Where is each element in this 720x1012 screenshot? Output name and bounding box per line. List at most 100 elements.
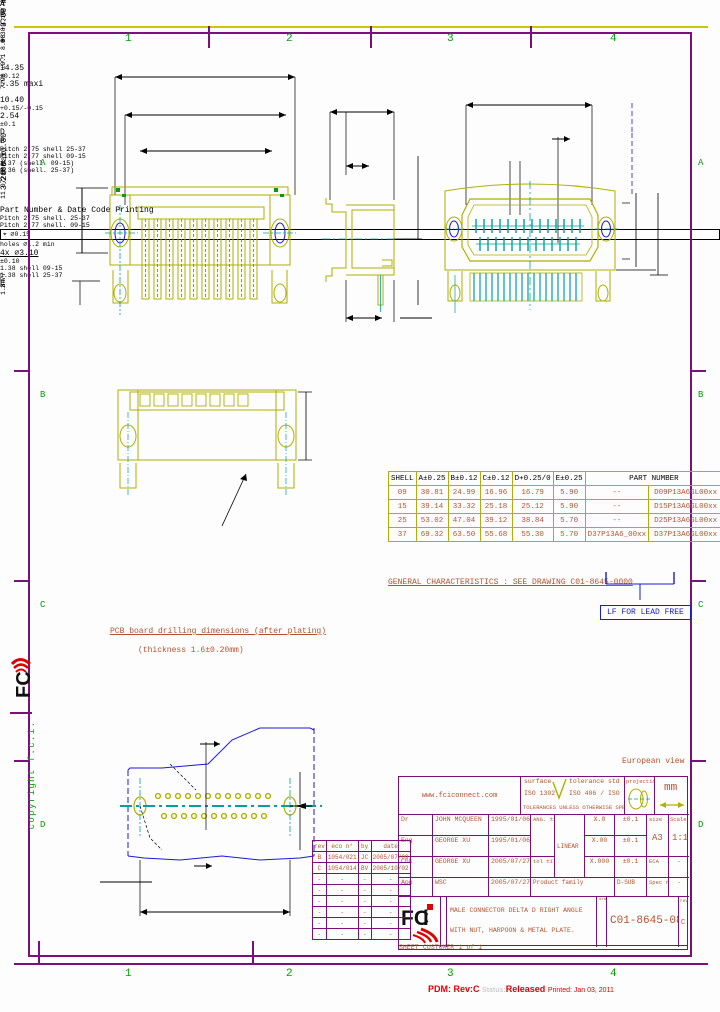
cell-shell: 25 <box>388 513 417 528</box>
rev-cell-eco: - <box>325 917 359 929</box>
rear-pitch-note-1: Pitch 2.75 shell 25-37 <box>0 146 86 153</box>
rear-pitch-note-2: Pitch 2.77 shell 09-15 <box>0 153 86 160</box>
cell-pn2: D15P13A6GL00xx <box>648 499 720 514</box>
rev-cell-rev: - <box>312 906 327 918</box>
rev-cell-date: - <box>370 906 411 918</box>
tb-rev-value: C <box>681 919 686 927</box>
rev-cell-by: - <box>357 884 372 896</box>
sheet-bottom-rule <box>14 963 708 965</box>
rev-cell-eco: - <box>325 884 359 896</box>
marking-note: Part Number & Date Code Printing <box>0 206 154 215</box>
rev-cell-rev: - <box>312 928 327 940</box>
rev-cell-by: - <box>357 906 372 918</box>
front-dim-small-1: 1 <box>0 36 4 43</box>
zone-tick-bot-0 <box>38 941 40 963</box>
general-characteristics-note: GENERAL CHARACTERISTICS : SEE DRAWING C0… <box>388 578 633 587</box>
title-block: www.fciconnect.com surface ISO 1302 tole… <box>398 776 689 947</box>
pcb-drilling-drawing <box>100 727 322 916</box>
tb-projection-cell: projection <box>625 777 655 815</box>
pdm-status-label: Status: <box>482 987 506 994</box>
zone-number-top-3: 3 <box>447 33 454 45</box>
pcb-dim-bottom-2: 1.38 shell 25-37 <box>0 272 63 279</box>
side-dim-total-tol: ±0.12 <box>0 73 20 80</box>
front-view-drawing <box>72 74 296 315</box>
rev-cell-rev: - <box>312 884 327 896</box>
table-row: 25 53.02 47.04 39.12 38.84 5.70 -- D25P1… <box>388 513 720 528</box>
tb-sheet-value: 1 of 1 <box>458 944 483 951</box>
left-copyright-strip: copyright f.c.i. <box>10 650 37 950</box>
tb-role-dr: Dr <box>399 815 433 836</box>
shell-dimension-table: SHELL A±0.25 B±0.12 C±0.12 D+0.25/0 E±0.… <box>388 471 720 542</box>
zone-letter-left-C: C <box>40 600 46 610</box>
tb-tol-val-1: ±0.1 <box>615 836 647 857</box>
pcb-pitch-note-2: Pitch 2.77 shell. 09-15 <box>0 222 90 229</box>
cell-pn1: -- <box>584 499 650 514</box>
pcb-subtitle: (thickness 1.6±0.20mm) <box>138 646 244 655</box>
cell-shell: 37 <box>388 527 417 542</box>
pcb-dim-bottom-1: 1.38 shell 09-15 <box>0 265 63 272</box>
zone-number-top-4: 4 <box>610 33 617 45</box>
zone-letter-right-D: D <box>698 820 704 830</box>
tb-title-line2: WITH NUT, HARPOON & METAL PLATE. <box>450 927 575 934</box>
revision-row: ---- <box>312 884 411 896</box>
tb-title-marker <box>441 897 447 947</box>
tb-scale-value: 1:1 <box>672 833 689 843</box>
rev-cell-by: - <box>357 873 372 885</box>
front-dim-C: C <box>0 18 5 27</box>
tb-name-chk: GEORGE XU <box>433 857 489 878</box>
tb-title-line1: MALE CONNECTOR DELTA D RIGHT ANGLE <box>450 907 583 914</box>
zone-tick-left-1 <box>14 370 30 372</box>
cell-pn1: D37P13A6_00xx <box>584 527 650 542</box>
zone-number-bot-2: 2 <box>286 968 293 980</box>
tb-projection-label: projection <box>626 778 654 785</box>
tb-drawing-label: drawing n° <box>597 897 607 947</box>
zone-tick-top-1 <box>208 26 210 48</box>
zone-number-top-1: 1 <box>125 33 132 45</box>
tb-tolerance-label: tolerance std <box>569 778 620 785</box>
cell-e: 5.70 <box>552 527 586 542</box>
tb-size-label: size <box>649 816 663 823</box>
cell-d: 16.79 <box>511 485 554 500</box>
tb-ang-label: ANG. ±1° <box>531 815 555 857</box>
pcb-title: PCB board drilling dimensions (after pla… <box>110 627 327 636</box>
left-strip-divider <box>10 712 32 714</box>
side-view-drawing <box>322 109 432 322</box>
rev-cell-date: 2005/10/02 <box>370 862 411 874</box>
cell-d: 25.12 <box>511 499 554 514</box>
front-dim-B: B <box>0 9 5 18</box>
cell-d: 38.84 <box>511 513 554 528</box>
revision-row: ---- <box>312 917 411 929</box>
tb-website[interactable]: www.fciconnect.com <box>399 777 521 815</box>
th-a: A±0.25 <box>415 471 449 486</box>
tb-tol-range-0: X.0 <box>585 815 615 836</box>
pcb-dim-right-bottom: 1.84 <box>0 279 7 295</box>
cell-e: 5.70 <box>552 513 586 528</box>
tb-surface-label: surface <box>524 778 552 785</box>
tb-eca-value: - <box>669 857 689 878</box>
front-dim-A: A <box>0 0 5 9</box>
pdm-rev: PDM: Rev:C <box>428 984 480 994</box>
tb-name-eng: GEORGE XU <box>433 836 489 857</box>
cell-b: 47.04 <box>447 513 481 528</box>
rev-cell-date: 2005/07/09 <box>370 851 411 863</box>
side-dim-bottom-b-tol: ±0.1 <box>0 121 16 128</box>
rev-cell-eco: - <box>325 873 359 885</box>
rev-cell-rev: B <box>312 851 327 863</box>
rev-cell-rev: - <box>312 895 327 907</box>
th-part-number: PART NUMBER <box>584 471 720 486</box>
zone-tick-left-2 <box>14 580 30 582</box>
cell-d: 55.30 <box>511 527 554 542</box>
sheet-top-rule <box>14 26 708 28</box>
lead-free-leader <box>605 572 675 600</box>
cell-a: 53.02 <box>415 513 449 528</box>
cell-shell: 09 <box>388 485 417 500</box>
revision-row: ---- <box>312 906 411 918</box>
zone-tick-left-3 <box>14 760 30 762</box>
tb-date-dr: 1995/01/06 <box>489 815 531 836</box>
tb-tolerance-std: ISO 406 / ISO 1101 <box>569 790 624 797</box>
rev-cell-by: JC <box>357 851 372 863</box>
fci-logo-left-icon: FC <box>10 658 35 698</box>
